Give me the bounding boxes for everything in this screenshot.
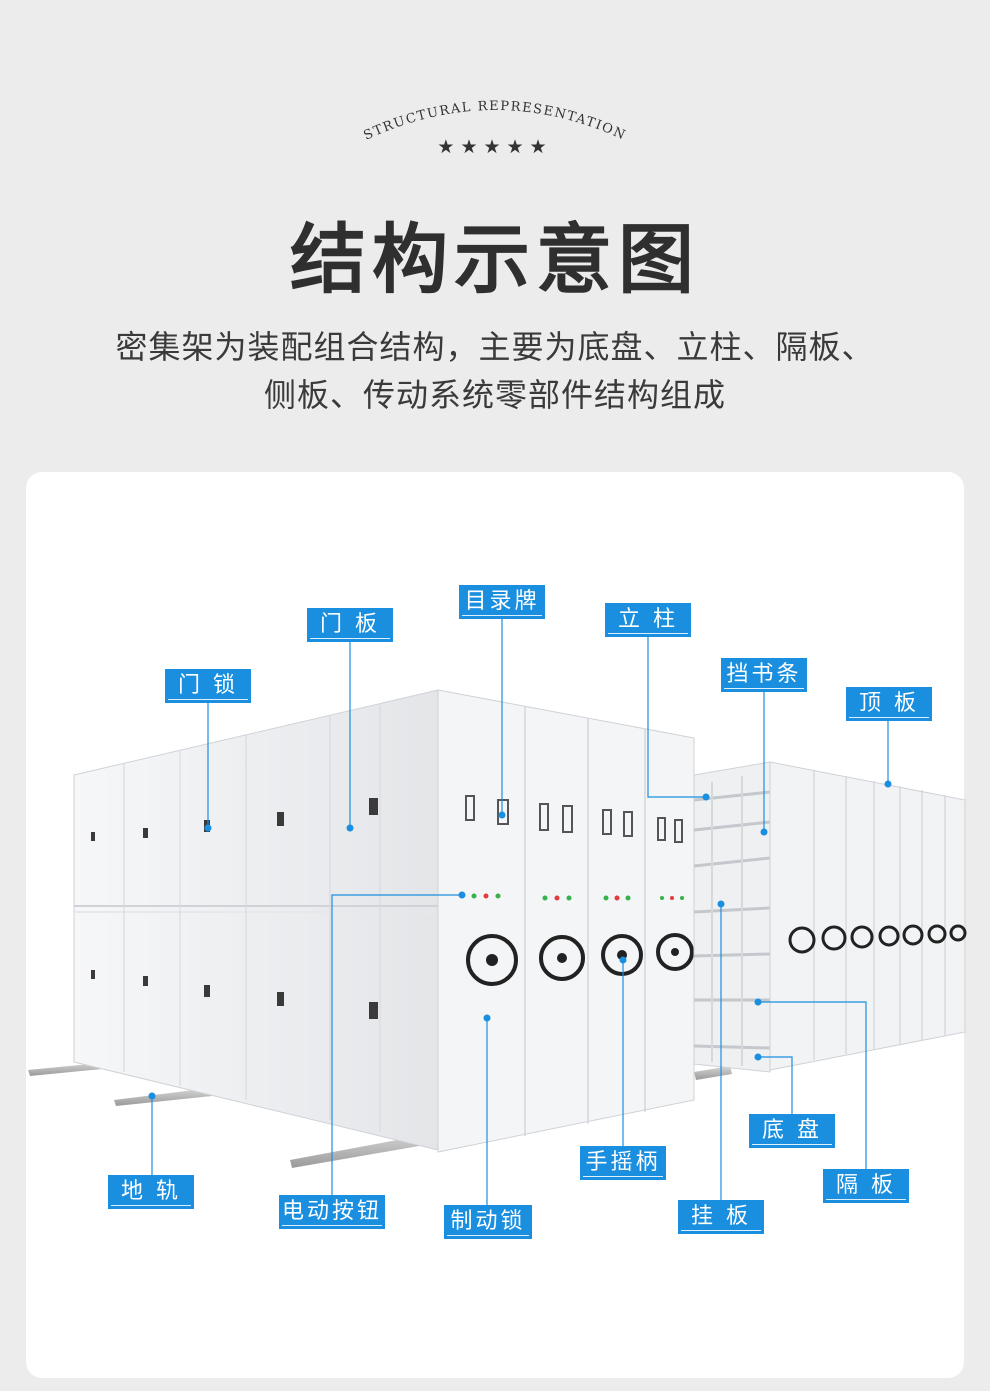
- label-digui: 地 轨: [108, 1175, 194, 1209]
- label-mulupai: 目录牌: [459, 585, 545, 619]
- label-diandong: 电动按钮: [279, 1195, 385, 1229]
- page-title: 结构示意图: [290, 215, 700, 304]
- label-lizhu: 立 柱: [605, 603, 691, 637]
- label-menban: 门 板: [307, 608, 393, 642]
- label-guaban: 挂 板: [678, 1200, 764, 1234]
- label-dangshutiao: 挡书条: [721, 658, 807, 692]
- label-geban: 隔 板: [823, 1169, 909, 1203]
- description-line-1: 密集架为装配组合结构，主要为底盘、立柱、隔板、: [115, 328, 875, 366]
- label-mensuo: 门 锁: [165, 669, 251, 703]
- label-dipan: 底 盘: [749, 1114, 835, 1148]
- rating-stars: ★★★★★: [437, 136, 553, 158]
- label-shouyaobing: 手摇柄: [580, 1146, 666, 1180]
- header-arc-subtitle: STRUCTURAL REPRESENTATION: [362, 99, 627, 144]
- label-zhidongsuo: 制动锁: [444, 1205, 532, 1239]
- label-dingban: 顶 板: [846, 687, 932, 721]
- description-line-2: 侧板、传动系统零部件结构组成: [263, 376, 726, 414]
